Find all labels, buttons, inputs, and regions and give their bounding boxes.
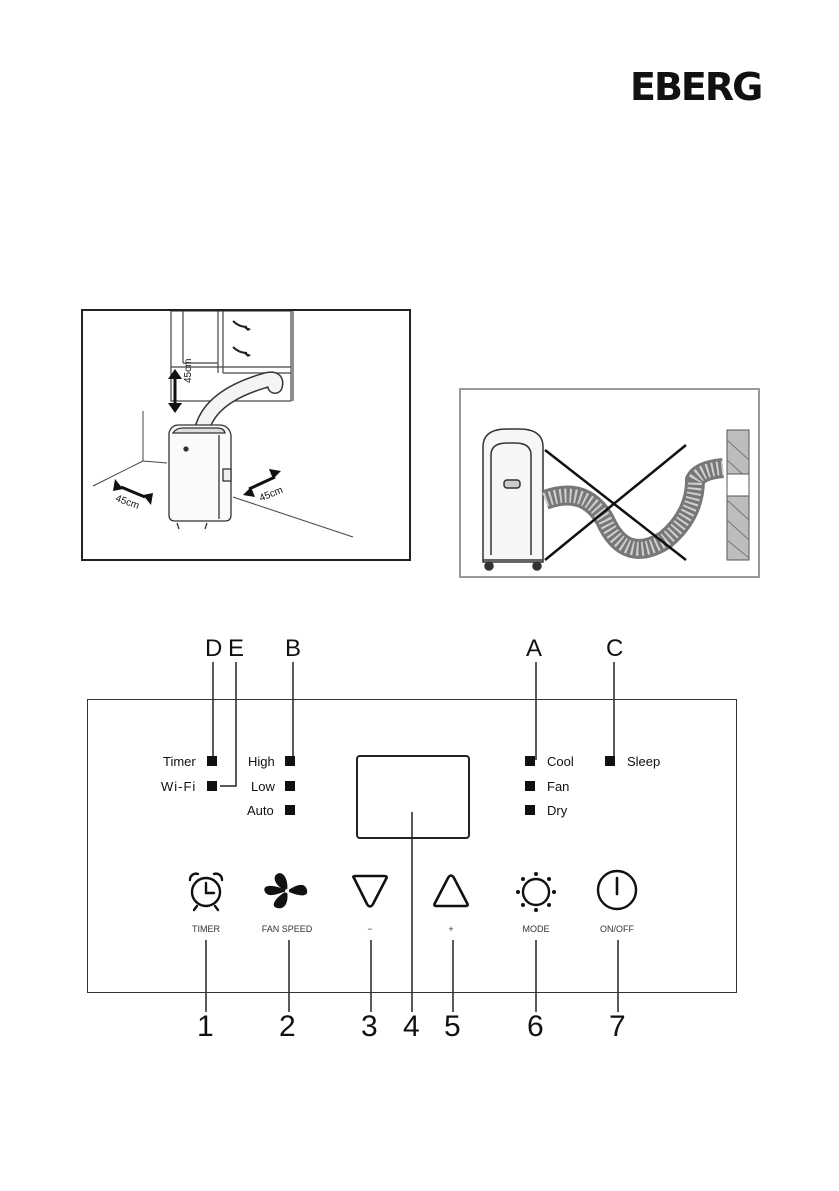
increase-button-label: + — [411, 925, 491, 934]
fan-speed-button-label: FAN SPEED — [247, 925, 327, 934]
control-panel — [87, 699, 737, 993]
digital-display — [356, 755, 470, 839]
callout-letter-a: A — [526, 637, 542, 661]
callout-letter-e: E — [228, 637, 244, 661]
timer-button-label: TIMER — [166, 925, 246, 934]
indicator-light-fan — [525, 781, 535, 791]
callout-number-2: 2 — [279, 1012, 296, 1042]
indicator-label-high: High — [248, 755, 275, 768]
callout-number-5: 5 — [444, 1012, 461, 1042]
brand-logo: EBERG — [630, 68, 761, 106]
indicator-light-sleep — [605, 756, 615, 766]
callout-letter-b: B — [285, 637, 301, 661]
callout-number-3: 3 — [361, 1012, 378, 1042]
indicator-light-auto — [285, 805, 295, 815]
indicator-light-high — [285, 756, 295, 766]
fan-speed-button[interactable]: FAN SPEED — [247, 868, 327, 938]
callout-number-1: 1 — [197, 1012, 214, 1042]
callout-letter-c: C — [606, 637, 623, 661]
power-icon — [577, 868, 657, 914]
sun-icon — [496, 868, 576, 914]
mode-button-label: MODE — [496, 925, 576, 934]
indicator-light-cool — [525, 756, 535, 766]
indicator-label-cool: Cool — [547, 755, 574, 768]
incorrect-hose-figure — [459, 388, 760, 578]
callout-letter-d: D — [205, 637, 222, 661]
callout-number-4: 4 — [403, 1012, 420, 1042]
installation-clearance-figure: 45cm 45cm 45cm — [81, 309, 411, 561]
increase-button[interactable]: + — [411, 868, 491, 938]
triangle-up-icon — [411, 868, 491, 914]
callout-number-7: 7 — [609, 1012, 626, 1042]
dimension-label-top: 45cm — [183, 359, 194, 383]
incorrect-hose-illustration — [461, 390, 758, 576]
mode-button[interactable]: MODE — [496, 868, 576, 938]
indicator-label-timer: Timer — [163, 755, 196, 768]
decrease-button-label: − — [330, 925, 410, 934]
timer-button[interactable]: TIMER — [166, 868, 246, 938]
installation-clearance-illustration — [83, 311, 409, 559]
indicator-label-low: Low — [251, 780, 275, 793]
indicator-light-timer — [207, 756, 217, 766]
alarm-clock-icon — [166, 868, 246, 914]
triangle-down-icon — [330, 868, 410, 914]
indicator-label-sleep: Sleep — [627, 755, 660, 768]
indicator-light-low — [285, 781, 295, 791]
indicator-light-wifi — [207, 781, 217, 791]
indicator-light-dry — [525, 805, 535, 815]
power-button[interactable]: ON/OFF — [577, 868, 657, 938]
decrease-button[interactable]: − — [330, 868, 410, 938]
callout-number-6: 6 — [527, 1012, 544, 1042]
power-button-label: ON/OFF — [577, 925, 657, 934]
fan-icon — [247, 868, 327, 914]
indicator-label-wifi: Wi-Fi — [161, 780, 196, 793]
indicator-label-fan: Fan — [547, 780, 569, 793]
indicator-label-auto: Auto — [247, 804, 274, 817]
indicator-label-dry: Dry — [547, 804, 567, 817]
